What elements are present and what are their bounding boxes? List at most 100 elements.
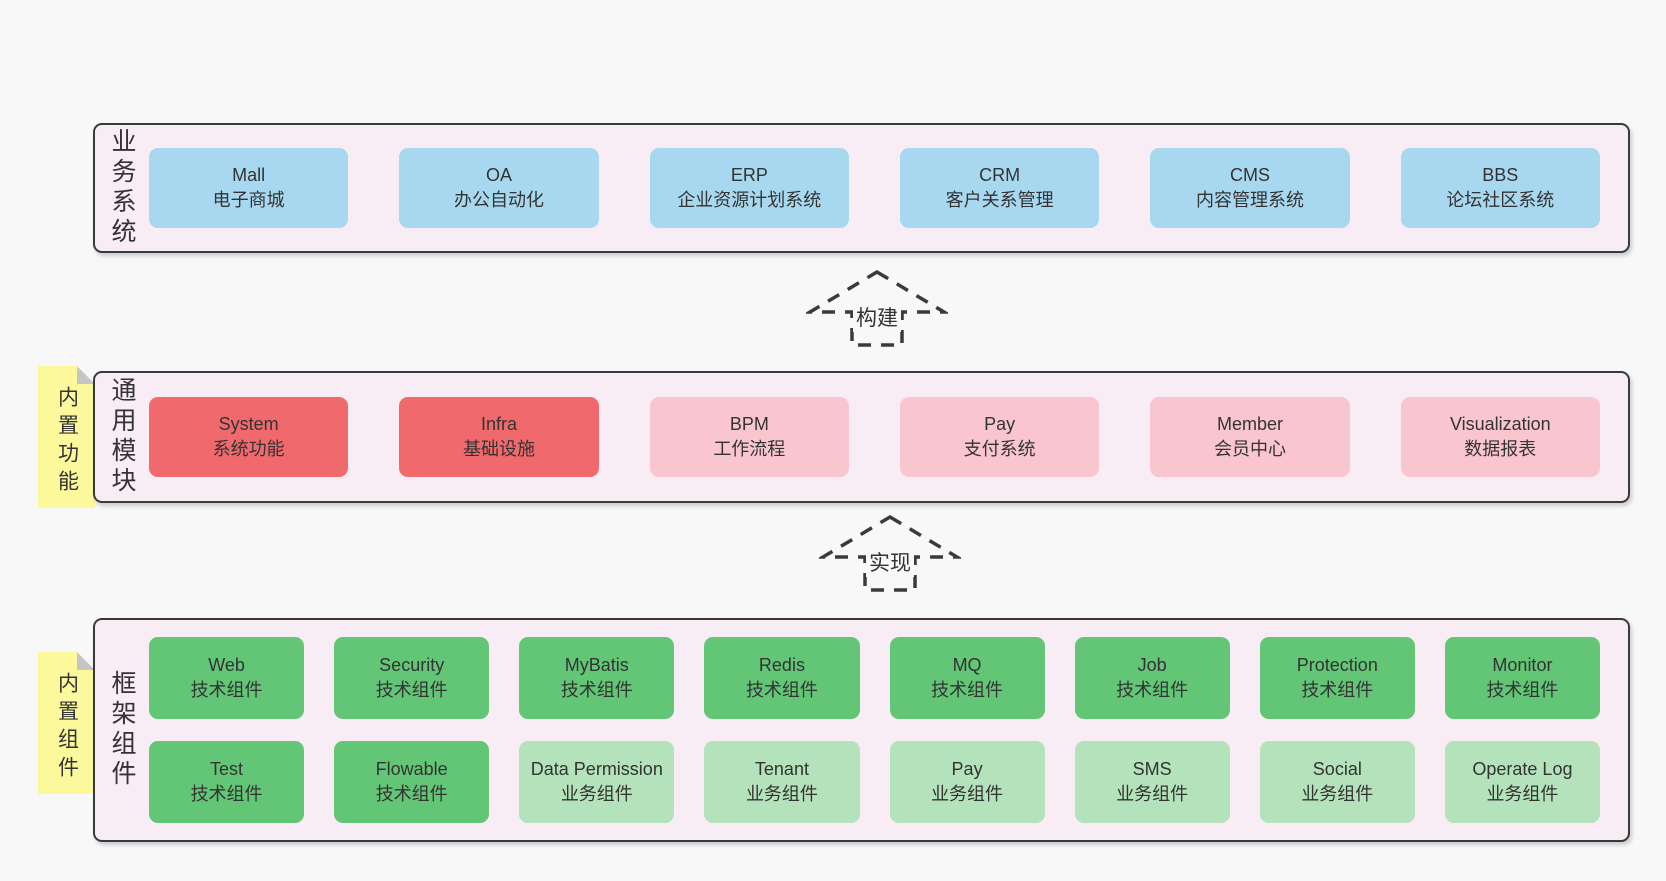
box-title: CMS: [1229, 165, 1270, 185]
box-crm: CRM 客户关系管理: [899, 148, 1100, 228]
layer-framework-components: 框架组件 Web 技术组件 Security 技术组件 MyBatis 技术组件…: [93, 618, 1630, 842]
box-title: Visualization: [1449, 414, 1551, 434]
box-social: Social 业务组件: [1259, 741, 1415, 823]
sticky-note-label: 内置组件: [55, 672, 79, 784]
box-operate-log: Operate Log 业务组件: [1444, 741, 1600, 823]
box-protection: Protection 技术组件: [1259, 637, 1415, 719]
box-subtitle: 技术组件: [190, 784, 263, 804]
box-subtitle: 技术组件: [1301, 680, 1374, 700]
box-subtitle: 内容管理系统: [1195, 190, 1304, 210]
implement-arrow-label: 实现: [866, 547, 914, 577]
box-title: Redis: [758, 655, 805, 675]
box-title: Security: [379, 655, 445, 675]
box-subtitle: 业务组件: [1301, 784, 1374, 804]
box-title: SMS: [1132, 759, 1172, 779]
box-tenant: Tenant 业务组件: [704, 741, 860, 823]
box-title: ERP: [730, 165, 768, 185]
layer-label-framework-components: 框架组件: [108, 670, 136, 790]
build-arrow: 构建: [806, 269, 948, 349]
box-subtitle: 技术组件: [1116, 680, 1189, 700]
box-title: Test: [210, 759, 244, 779]
box-mall: Mall 电子商城: [149, 148, 349, 228]
box-subtitle: 技术组件: [375, 680, 448, 700]
box-subtitle: 业务组件: [1116, 784, 1189, 804]
box-title: Pay: [951, 759, 983, 779]
box-member: Member 会员中心: [1150, 397, 1350, 477]
box-mq: MQ 技术组件: [889, 637, 1045, 719]
box-subtitle: 电子商城: [212, 190, 285, 210]
box-monitor: Monitor 技术组件: [1444, 637, 1600, 719]
layer-common-modules: 通用模块 System 系统功能 Infra 基础设施 BPM 工作流程 Pay…: [93, 371, 1630, 503]
box-flowable: Flowable 技术组件: [334, 741, 490, 823]
box-title: Member: [1216, 414, 1283, 434]
box-pay-module: Pay 支付系统: [899, 397, 1100, 477]
box-subtitle: 论坛社区系统: [1446, 190, 1555, 210]
box-security: Security 技术组件: [334, 637, 490, 719]
box-infra: Infra 基础设施: [399, 397, 599, 477]
box-data-permission: Data Permission 业务组件: [519, 741, 675, 823]
framework-components-grid: Web 技术组件 Security 技术组件 MyBatis 技术组件 Redi…: [149, 620, 1628, 840]
box-subtitle: 工作流程: [713, 439, 786, 459]
business-systems-row: Mall 电子商城 OA 办公自动化 ERP 企业资源计划系统 CRM 客户关系…: [149, 125, 1628, 251]
box-sms: SMS 业务组件: [1074, 741, 1230, 823]
box-title: Tenant: [754, 759, 809, 779]
box-redis: Redis 技术组件: [704, 637, 860, 719]
box-title: CRM: [979, 165, 1021, 185]
box-title: Social: [1312, 759, 1362, 779]
build-arrow-label: 构建: [853, 302, 901, 332]
box-title: Mall: [232, 165, 266, 185]
box-subtitle: 数据报表: [1464, 439, 1537, 459]
implement-arrow: 实现: [819, 514, 961, 594]
box-pay-component: Pay 业务组件: [889, 741, 1045, 823]
box-subtitle: 基础设施: [462, 439, 535, 459]
box-subtitle: 会员中心: [1213, 439, 1286, 459]
box-subtitle: 业务组件: [560, 784, 633, 804]
box-title: Operate Log: [1472, 759, 1573, 779]
box-title: BPM: [729, 414, 769, 434]
box-title: Web: [208, 655, 245, 675]
box-system: System 系统功能: [149, 397, 349, 477]
box-subtitle: 技术组件: [745, 680, 818, 700]
box-subtitle: 技术组件: [190, 680, 263, 700]
box-subtitle: 系统功能: [212, 439, 285, 459]
box-subtitle: 客户关系管理: [945, 190, 1054, 210]
box-job: Job 技术组件: [1074, 637, 1230, 719]
box-subtitle: 办公自动化: [453, 190, 544, 210]
sticky-note-builtin-features: 内置功能: [38, 366, 95, 508]
box-title: Job: [1137, 655, 1167, 675]
layer-label-business-systems: 业务系统: [108, 128, 136, 248]
box-title: MyBatis: [564, 655, 629, 675]
box-subtitle: 业务组件: [931, 784, 1004, 804]
box-bbs: BBS 论坛社区系统: [1400, 148, 1600, 228]
layer-business-systems: 业务系统 Mall 电子商城 OA 办公自动化 ERP 企业资源计划系统 CRM…: [93, 123, 1630, 253]
box-title: BBS: [1482, 165, 1519, 185]
box-title: MQ: [952, 655, 982, 675]
layer-label-common-modules: 通用模块: [108, 377, 136, 497]
box-subtitle: 支付系统: [963, 439, 1036, 459]
box-title: Infra: [480, 414, 517, 434]
box-subtitle: 技术组件: [1486, 680, 1559, 700]
box-erp: ERP 企业资源计划系统: [649, 148, 849, 228]
box-subtitle: 业务组件: [745, 784, 818, 804]
box-test: Test 技术组件: [149, 741, 305, 823]
box-title: OA: [485, 165, 512, 185]
box-subtitle: 技术组件: [560, 680, 633, 700]
box-cms: CMS 内容管理系统: [1150, 148, 1350, 228]
box-title: System: [218, 414, 279, 434]
box-subtitle: 业务组件: [1486, 784, 1559, 804]
box-web: Web 技术组件: [149, 637, 305, 719]
common-modules-row: System 系统功能 Infra 基础设施 BPM 工作流程 Pay 支付系统…: [149, 373, 1628, 501]
sticky-note-label: 内置功能: [55, 386, 79, 498]
box-title: Protection: [1296, 655, 1378, 675]
box-bpm: BPM 工作流程: [649, 397, 849, 477]
box-visualization: Visualization 数据报表: [1400, 397, 1600, 477]
box-title: Monitor: [1492, 655, 1553, 675]
box-title: Pay: [984, 414, 1016, 434]
box-oa: OA 办公自动化: [399, 148, 599, 228]
box-subtitle: 技术组件: [375, 784, 448, 804]
box-subtitle: 企业资源计划系统: [677, 190, 822, 210]
box-title: Data Permission: [530, 759, 663, 779]
box-mybatis: MyBatis 技术组件: [519, 637, 675, 719]
sticky-note-builtin-components: 内置组件: [38, 652, 95, 794]
